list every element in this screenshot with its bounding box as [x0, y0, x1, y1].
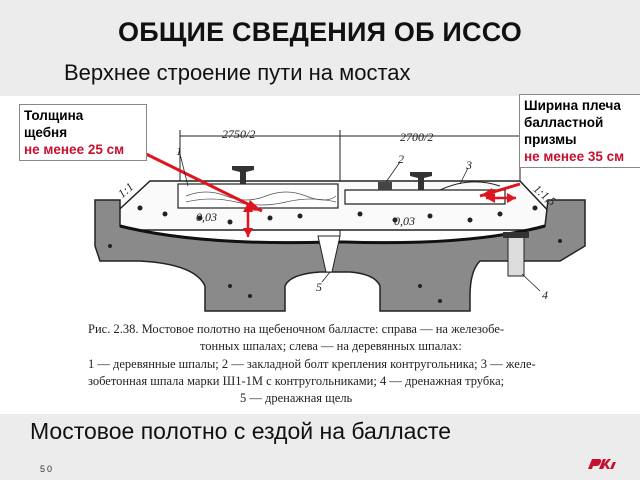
label-2: 2 — [398, 152, 404, 166]
figure-caption-line-5: 5 — дренажная щель — [240, 391, 353, 405]
callout-left-line-1: Толщина — [24, 108, 84, 123]
rzd-logo-icon — [588, 459, 616, 469]
callout-left-line-3: не менее 25 см — [24, 142, 125, 157]
page-number: 50 — [40, 464, 55, 474]
grade-left: 0,03 — [196, 210, 217, 224]
callout-left-line-2: щебня — [24, 125, 68, 140]
slide-title: ОБЩИЕ СВЕДЕНИЯ ОБ ИССО — [118, 17, 522, 47]
cross-section-drawing — [94, 130, 586, 312]
ballast-thickness-callout: Толщина щебня не менее 25 см — [19, 104, 147, 161]
callout-right-line-4: не менее 35 см — [524, 149, 625, 164]
figure-caption-line-3: 1 — деревянные шпалы; 2 — закладной болт… — [88, 357, 536, 371]
shoulder-width-callout: Ширина плеча балластной призмы не менее … — [519, 94, 640, 168]
callout-right-line-3: призмы — [524, 132, 577, 147]
figure-caption-line-1: Рис. 2.38. Мостовое полотно на щебеночно… — [88, 322, 505, 336]
dimension-right: 2700/2 — [400, 130, 434, 144]
grade-right: 0,03 — [394, 214, 415, 228]
slide-subtitle: Верхнее строение пути на мостах — [64, 60, 411, 85]
slide-caption: Мостовое полотно с ездой на балласте — [30, 418, 452, 444]
label-5: 5 — [316, 280, 322, 294]
label-4: 4 — [542, 288, 548, 302]
callout-right-line-2: балластной — [524, 115, 604, 130]
label-1: 1 — [176, 144, 182, 158]
label-3: 3 — [466, 158, 472, 172]
figure-caption-line-4: зобетонная шпала марки Ш1-1М с контругол… — [88, 374, 505, 388]
callout-right-line-1: Ширина плеча — [524, 98, 621, 113]
figure-caption-line-2: тонных шпалах; слева — на деревянных шпа… — [200, 339, 462, 353]
dimension-left: 2750/2 — [222, 127, 256, 141]
